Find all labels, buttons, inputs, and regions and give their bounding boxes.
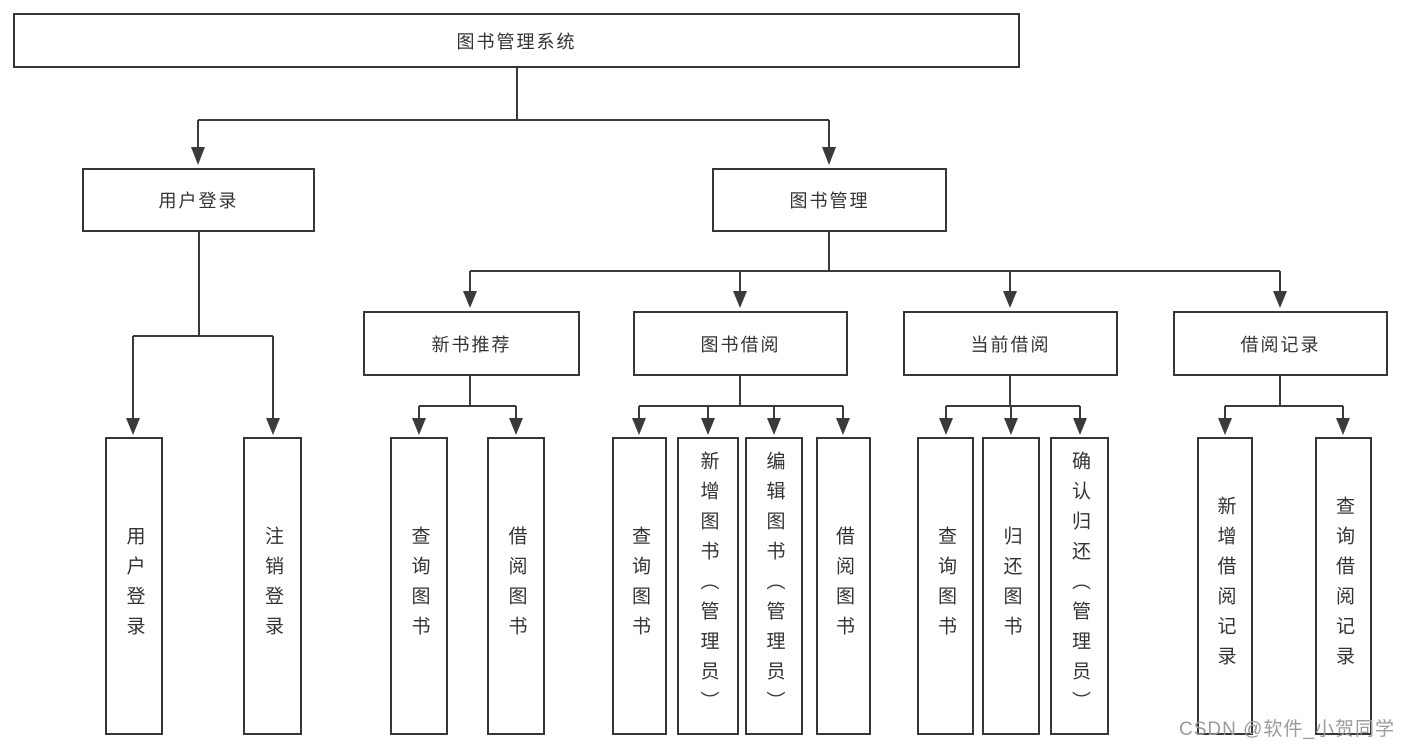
leaf-confirm-return-admin-label: 确认归还（管理员） (1069, 451, 1090, 721)
node-book-borrow-label: 图书借阅 (700, 334, 781, 355)
node-new-book-recommend-label: 新书推荐 (431, 334, 512, 355)
node-root-label: 图书管理系统 (456, 31, 577, 52)
leaf-add-borrow-record: 新增借阅记录 (1197, 437, 1253, 735)
leaf-logout-label: 注销登录 (262, 526, 283, 646)
leaf-confirm-return-admin: 确认归还（管理员） (1050, 437, 1109, 735)
leaf-query-book-current-label: 查询图书 (935, 526, 956, 646)
node-book-management: 图书管理 (712, 168, 947, 232)
leaf-query-book-recommend: 查询图书 (390, 437, 448, 735)
leaf-borrow-book-label: 借阅图书 (833, 526, 854, 646)
leaf-add-book-admin-label: 新增图书（管理员） (697, 451, 719, 721)
leaf-query-book-current: 查询图书 (917, 437, 974, 735)
leaf-edit-book-admin: 编辑图书（管理员） (745, 437, 803, 735)
leaf-query-borrow-record: 查询借阅记录 (1315, 437, 1372, 735)
leaf-user-login-label: 用户登录 (123, 526, 145, 646)
leaf-query-borrow-record-label: 查询借阅记录 (1333, 496, 1354, 676)
arrowheads (126, 147, 1350, 435)
leaf-borrow-book-recommend: 借阅图书 (487, 437, 545, 735)
node-book-borrow: 图书借阅 (633, 311, 848, 376)
node-user-login: 用户登录 (82, 168, 315, 232)
node-book-management-label: 图书管理 (789, 191, 870, 211)
leaf-return-book: 归还图书 (982, 437, 1040, 735)
leaf-logout: 注销登录 (243, 437, 302, 735)
leaf-add-borrow-record-label: 新增借阅记录 (1214, 496, 1236, 676)
node-current-borrow: 当前借阅 (903, 311, 1118, 376)
leaf-query-book-borrow-label: 查询图书 (629, 526, 650, 646)
node-borrow-records: 借阅记录 (1173, 311, 1388, 376)
node-borrow-records-label: 借阅记录 (1240, 334, 1321, 355)
leaf-user-login: 用户登录 (105, 437, 163, 735)
node-root-library-system: 图书管理系统 (13, 13, 1020, 68)
leaf-return-book-label: 归还图书 (1000, 526, 1022, 646)
leaf-edit-book-admin-label: 编辑图书（管理员） (763, 451, 785, 721)
node-user-login-label: 用户登录 (158, 191, 239, 211)
node-new-book-recommend: 新书推荐 (363, 311, 580, 376)
leaf-borrow-book-recommend-label: 借阅图书 (505, 526, 527, 646)
node-current-borrow-label: 当前借阅 (970, 334, 1051, 355)
leaf-add-book-admin: 新增图书（管理员） (677, 437, 739, 735)
leaf-borrow-book: 借阅图书 (816, 437, 871, 735)
csdn-watermark: CSDN @软件_小贺同学 (1179, 719, 1395, 740)
leaf-query-book-borrow: 查询图书 (612, 437, 667, 735)
leaf-query-book-recommend-label: 查询图书 (408, 526, 430, 646)
